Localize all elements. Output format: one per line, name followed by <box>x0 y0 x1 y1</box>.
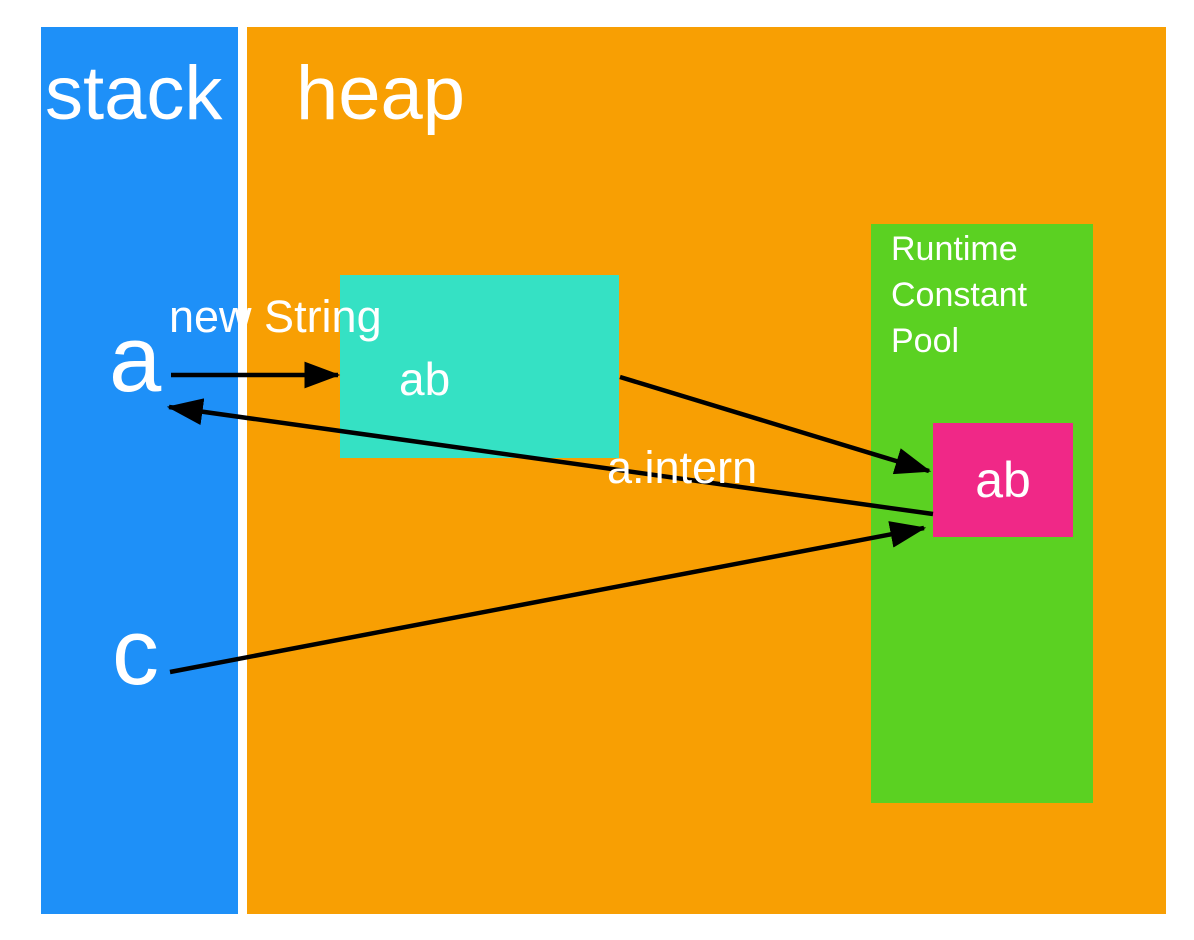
a-intern-annotation: a.intern <box>607 442 758 493</box>
variable-a-label: a <box>109 306 162 411</box>
variable-c-label: c <box>112 599 159 704</box>
new-string-annotation: new String <box>169 291 382 342</box>
pool-entry-value: ab <box>975 452 1031 508</box>
runtime-constant-pool-title: Runtime Constant Pool <box>891 230 1028 360</box>
heap-label: heap <box>296 51 466 136</box>
heap-string-object-box <box>340 275 619 458</box>
stack-region <box>41 27 238 914</box>
stack-label: stack <box>45 51 223 136</box>
pool-entry-box: ab <box>933 423 1073 537</box>
heap-string-object-value: ab <box>399 353 451 405</box>
